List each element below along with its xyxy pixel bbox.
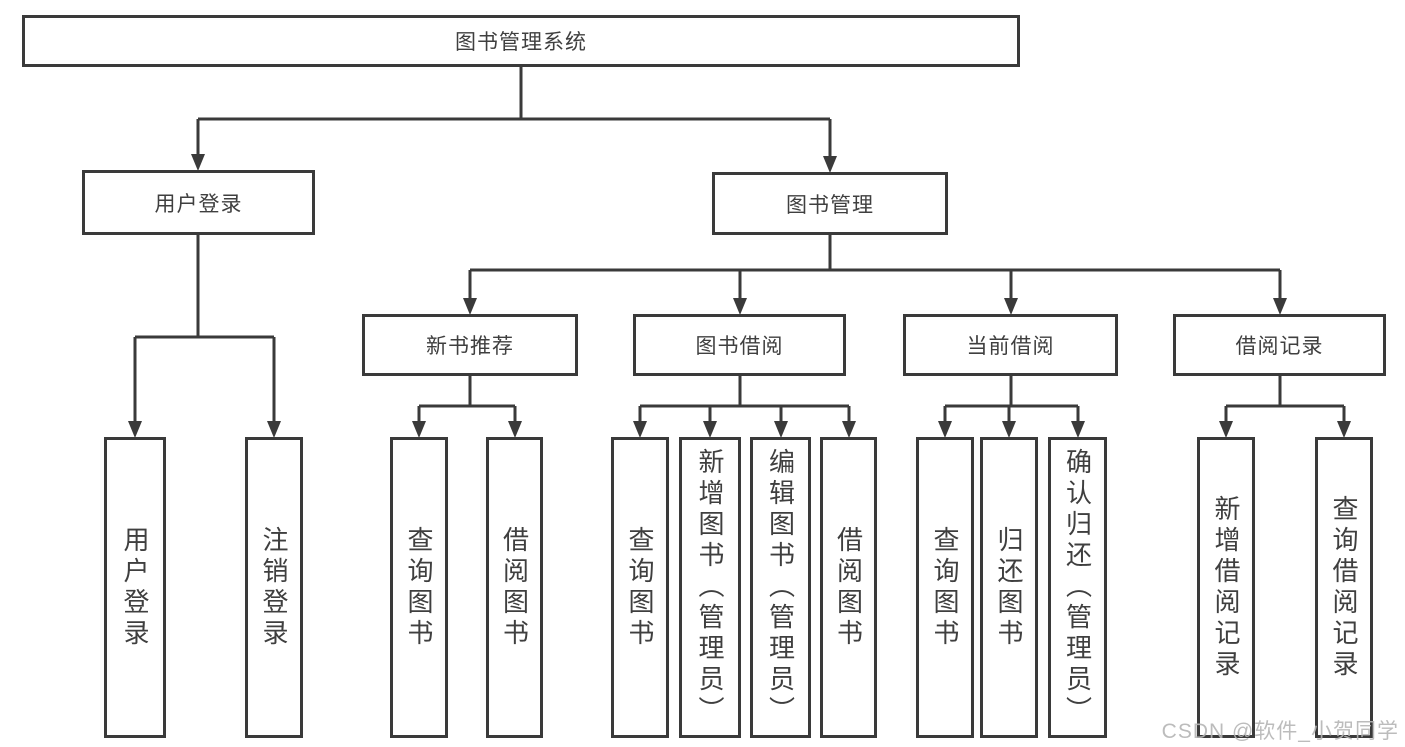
node-leaf-borrow-books-borrow: 借阅图书 <box>820 437 877 738</box>
node-leaf-logout-login: 注销登录 <box>245 437 303 738</box>
node-branch-book-management: 图书管理 <box>712 172 948 235</box>
connector-current-borrow <box>943 376 1080 421</box>
node-label: 查询图书 <box>625 525 655 650</box>
node-label: 借阅图书 <box>833 525 864 650</box>
arrow-icon <box>1004 298 1018 315</box>
node-leaf-edit-book-admin: 编辑图书（管理员） <box>750 437 811 738</box>
arrow-icon <box>267 421 281 438</box>
node-label: 查询借阅记录 <box>1329 494 1359 681</box>
arrow-icon <box>128 421 142 438</box>
arrow-icon <box>823 156 837 173</box>
node-leaf-query-borrow-record: 查询借阅记录 <box>1315 437 1373 738</box>
node-label: 确认归还（管理员） <box>1062 448 1093 727</box>
arrow-icon <box>1002 421 1016 438</box>
node-label: 当前借阅 <box>966 335 1055 358</box>
arrow-icon <box>1273 298 1287 315</box>
arrow-icon <box>412 421 426 438</box>
arrow-icon <box>633 421 647 438</box>
node-label: 编辑图书（管理员） <box>765 448 796 727</box>
node-label: 借阅图书 <box>499 525 530 650</box>
node-label: 用户登录 <box>120 525 150 650</box>
connector-root <box>196 67 832 156</box>
node-module-current-borrow: 当前借阅 <box>903 314 1118 376</box>
node-label: 新增图书（管理员） <box>695 448 725 727</box>
node-leaf-query-books-current: 查询图书 <box>916 437 974 738</box>
node-label: 查询图书 <box>930 525 960 650</box>
arrow-icon <box>463 298 477 315</box>
node-label: 用户登录 <box>154 192 243 216</box>
node-label: 图书管理 <box>786 193 874 217</box>
connector-user-login <box>133 235 276 421</box>
node-leaf-user-login: 用户登录 <box>104 437 166 738</box>
arrow-icon <box>774 421 788 438</box>
arrow-icon <box>191 154 205 171</box>
node-leaf-confirm-return-admin: 确认归还（管理员） <box>1048 437 1107 738</box>
arrow-icon <box>508 421 522 438</box>
node-module-new-book-recommend: 新书推荐 <box>362 314 578 376</box>
connector-new-book-recommend <box>417 376 517 421</box>
node-root: 图书管理系统 <box>22 15 1020 67</box>
node-module-book-borrow: 图书借阅 <box>633 314 846 376</box>
arrow-icon <box>1071 421 1085 438</box>
node-label: 新增借阅记录 <box>1211 494 1241 681</box>
arrow-icon <box>703 421 717 438</box>
node-leaf-query-books-recommend: 查询图书 <box>390 437 448 738</box>
arrow-icon <box>1219 421 1233 438</box>
arrow-icon <box>938 421 952 438</box>
node-label: 图书借阅 <box>695 335 784 358</box>
connector-book-borrow <box>638 376 851 421</box>
node-label: 借阅记录 <box>1235 335 1324 358</box>
connector-book-management <box>468 235 1282 298</box>
node-label: 查询图书 <box>404 525 434 650</box>
node-label: 注销登录 <box>259 525 289 650</box>
node-module-borrow-records: 借阅记录 <box>1173 314 1386 376</box>
connector-borrow-records <box>1224 376 1346 421</box>
node-leaf-add-borrow-record: 新增借阅记录 <box>1197 437 1255 738</box>
node-label: 归还图书 <box>994 525 1024 650</box>
arrow-icon <box>842 421 856 438</box>
node-label: 新书推荐 <box>426 335 514 358</box>
node-leaf-query-books-borrow: 查询图书 <box>611 437 669 738</box>
node-root-label: 图书管理系统 <box>455 31 587 54</box>
arrow-icon <box>1337 421 1351 438</box>
node-branch-user-login: 用户登录 <box>82 170 315 235</box>
watermark: CSDN @软件_小贺同学 <box>1161 720 1399 743</box>
node-leaf-add-book-admin: 新增图书（管理员） <box>679 437 741 738</box>
node-leaf-return-book: 归还图书 <box>980 437 1038 738</box>
arrow-icon <box>733 298 747 315</box>
arrowheads <box>128 154 1351 438</box>
node-leaf-borrow-books-recommend: 借阅图书 <box>486 437 543 738</box>
